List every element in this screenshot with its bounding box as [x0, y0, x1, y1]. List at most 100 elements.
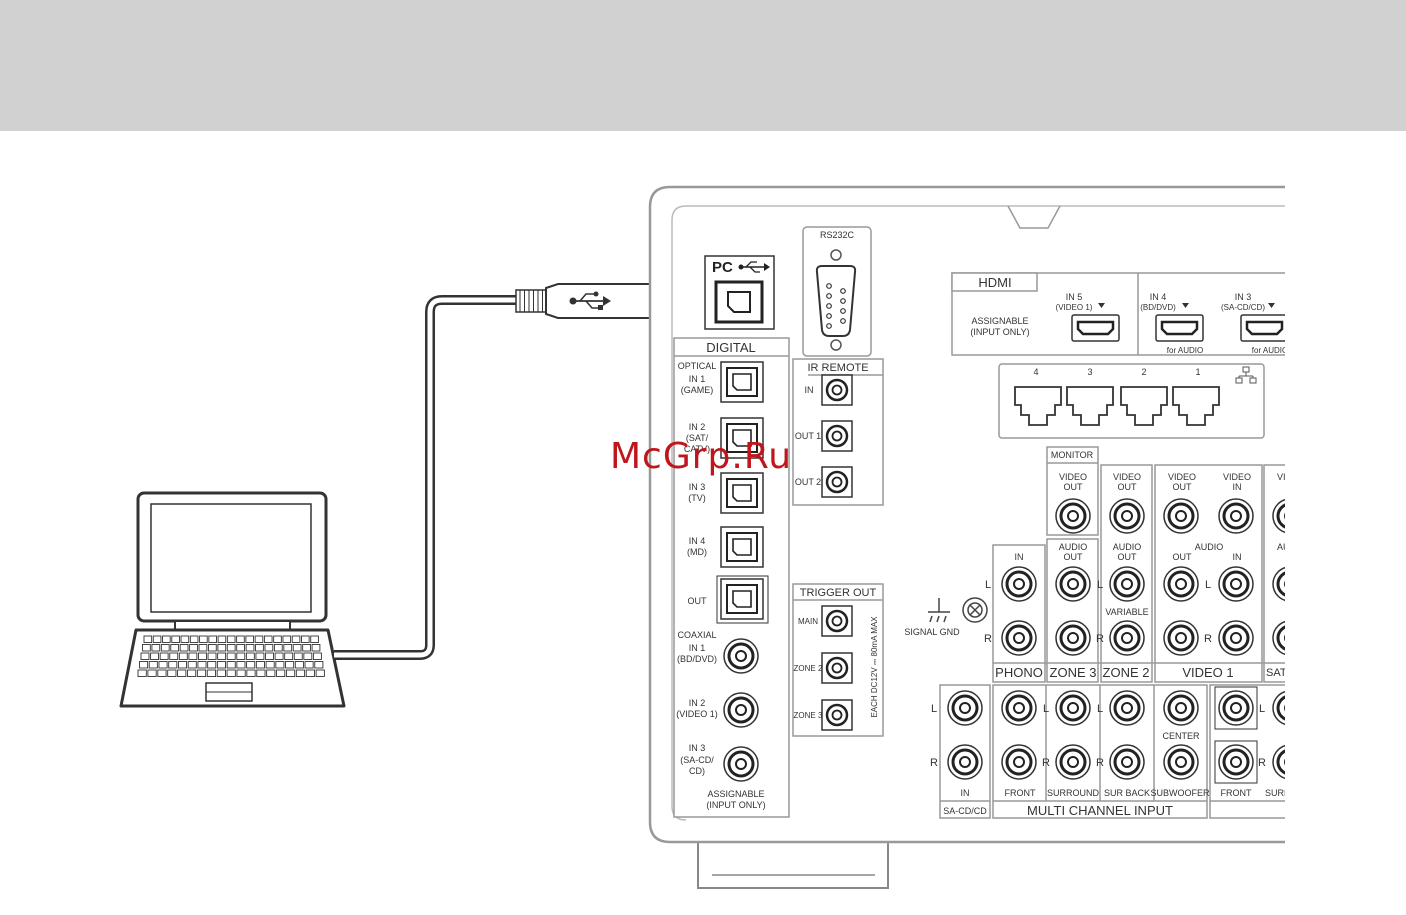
opt-in4-label: IN 4: [689, 536, 706, 546]
keyboard-key: [137, 669, 147, 677]
keyboard-key: [303, 652, 313, 660]
jack-bezel: [1214, 740, 1258, 784]
hdmi-in3-sub: (SA-CD/CD): [1221, 303, 1265, 312]
v1-video-in-label: VIDEO: [1223, 472, 1251, 482]
rca-jacks: [947, 498, 1285, 784]
keyboard-key: [207, 652, 217, 660]
opt-in2-sub1: (SAT/: [686, 433, 709, 443]
rs232c-pin: [826, 323, 832, 329]
keyboard-key: [310, 635, 319, 643]
lan-3-label: 3: [1087, 367, 1092, 377]
keyboard-key: [140, 652, 150, 660]
mc-surr-r-marker: R: [1096, 757, 1104, 769]
out-r-marker: R: [1258, 757, 1266, 769]
laptop-icon: [119, 491, 346, 708]
phono-label: PHONO: [995, 665, 1043, 680]
ir-jack: [821, 420, 853, 452]
center-label: CENTER: [1162, 731, 1200, 741]
zone3-l-marker: L: [1097, 579, 1103, 591]
zone2-audio-label: AUDIO: [1113, 542, 1142, 552]
v1-l-marker: L: [1205, 579, 1211, 591]
keyboard-key: [285, 669, 296, 677]
keyboard-key: [273, 635, 282, 643]
rs232c-port[interactable]: [802, 226, 872, 357]
zone2-aout-label: OUT: [1118, 552, 1138, 562]
trigger-out-label: TRIGGER OUT: [800, 587, 877, 599]
opt-in3-label: IN 3: [689, 482, 706, 492]
trig-main-label: MAIN: [798, 617, 818, 626]
rs232c-pin: [826, 293, 832, 299]
for-audio-label-1: for AUDIO: [1167, 346, 1203, 355]
rca-jack: [1109, 744, 1145, 780]
ir-out1-label: OUT 1: [795, 431, 821, 441]
pc-usb-port[interactable]: [704, 255, 775, 330]
keyboard-key: [263, 635, 273, 643]
jack-bezel: [1214, 686, 1258, 730]
keyboard-key: [167, 669, 177, 677]
keyboard-key: [301, 635, 310, 643]
trigger-rating-label: EACH DC12V ⎓ 80mA MAX: [870, 616, 879, 718]
v1-video-out-label: VIDEO: [1168, 472, 1196, 482]
keyboard-key: [226, 644, 236, 652]
keyboard-key: [284, 652, 294, 660]
keyboard-key: [207, 661, 217, 669]
opt-in2-sub2: CATV): [684, 444, 710, 454]
keyboard-key: [265, 652, 274, 660]
coax-in2-label: IN 2: [689, 698, 706, 708]
keyboard-key: [139, 661, 149, 669]
keyboard-key: [236, 644, 245, 652]
ground-icon: [928, 598, 950, 623]
ir-jack: [821, 374, 853, 406]
zone3-r-marker: R: [1096, 633, 1104, 645]
rca-jack: [1218, 498, 1254, 534]
coax-in2-sub: (VIDEO 1): [676, 709, 718, 719]
keyboard-key: [197, 661, 207, 669]
keyboard-key: [150, 652, 160, 660]
optical-port: [720, 361, 764, 403]
keyboard-key: [206, 669, 217, 677]
keyboard-key: [170, 644, 180, 652]
coaxial-jack: [723, 692, 759, 728]
ir-in-label: IN: [805, 385, 814, 395]
hdmi-port: [1240, 314, 1285, 342]
coaxial-label: COAXIAL: [677, 630, 716, 640]
keyboard-key: [187, 669, 197, 677]
keyboard-key: [285, 661, 295, 669]
keyboard-key: [177, 661, 188, 669]
rca-jack: [1109, 620, 1145, 656]
keyboard-key: [236, 669, 246, 677]
keyboard-key: [255, 661, 265, 669]
keyboard-key: [255, 644, 264, 652]
keyboard-key: [178, 652, 188, 660]
sacd-l-marker: L: [931, 703, 937, 715]
hdmi-in4-label: IN 4: [1150, 292, 1167, 302]
digital-label: DIGITAL: [706, 340, 756, 355]
partial-audio-label: AU: [1277, 542, 1290, 552]
down-arrow-icon: [1268, 303, 1275, 308]
hdmi-input-only-label: (INPUT ONLY): [970, 327, 1029, 337]
opt-in1-sub: (GAME): [681, 385, 714, 395]
mc-front-label: FRONT: [1005, 788, 1036, 798]
optical-label: OPTICAL: [678, 361, 717, 371]
rca-jack: [1001, 620, 1037, 656]
hdmi-ports: [1071, 303, 1285, 342]
ground-screw[interactable]: [962, 597, 988, 623]
hdmi-assignable-label: ASSIGNABLE: [971, 316, 1028, 326]
trigger-jack: [821, 699, 853, 731]
v1-in-label: IN: [1233, 482, 1242, 492]
rca-jack: [1109, 690, 1145, 726]
coax-input-only-label: (INPUT ONLY): [706, 800, 765, 810]
rca-jack: [1218, 566, 1254, 602]
out-l-marker: L: [1259, 703, 1265, 715]
keyboard-key: [255, 652, 265, 660]
zone3-audio-label: AUDIO: [1059, 542, 1088, 552]
av-receiver-rear-panel: PC RS232C HDMI ASSIGNABLE (INPUT ONLY) I…: [648, 185, 1290, 889]
down-arrow-icon: [1098, 303, 1105, 308]
keyboard-key: [147, 669, 157, 677]
rca-jack: [1272, 566, 1285, 602]
keyboard-key: [236, 635, 245, 643]
watermark: McGrp.Ru: [610, 436, 793, 477]
keyboard-key: [315, 669, 325, 677]
rca-jack: [1109, 566, 1145, 602]
